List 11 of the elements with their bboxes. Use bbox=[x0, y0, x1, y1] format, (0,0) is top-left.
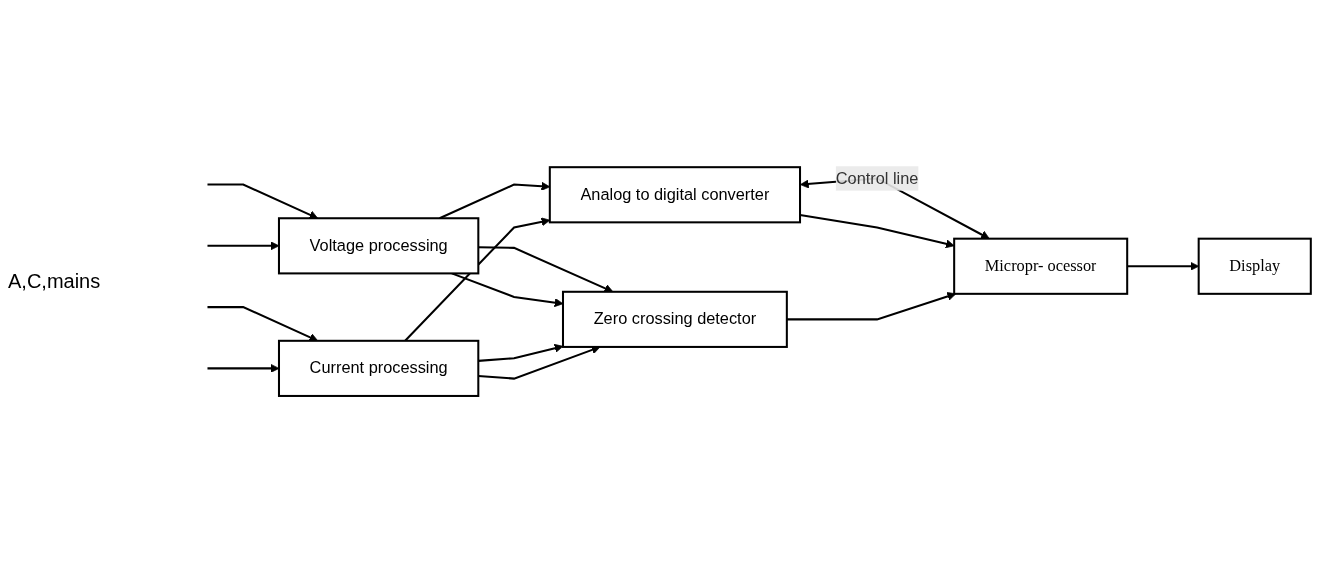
input-label: A,C,mains bbox=[8, 270, 101, 293]
arrow bbox=[207, 306, 319, 342]
process-box: Current processing bbox=[277, 340, 480, 398]
arrow bbox=[478, 344, 564, 363]
arrow bbox=[786, 292, 957, 321]
process-box: Display bbox=[1197, 238, 1312, 296]
process-box: Voltage processing bbox=[277, 217, 480, 275]
process-box: Zero crossing detector bbox=[561, 291, 788, 349]
process-box: Micropr- ocessor bbox=[953, 238, 1129, 296]
arrow bbox=[404, 217, 551, 342]
process-box: Analog to digital converter bbox=[548, 166, 802, 224]
